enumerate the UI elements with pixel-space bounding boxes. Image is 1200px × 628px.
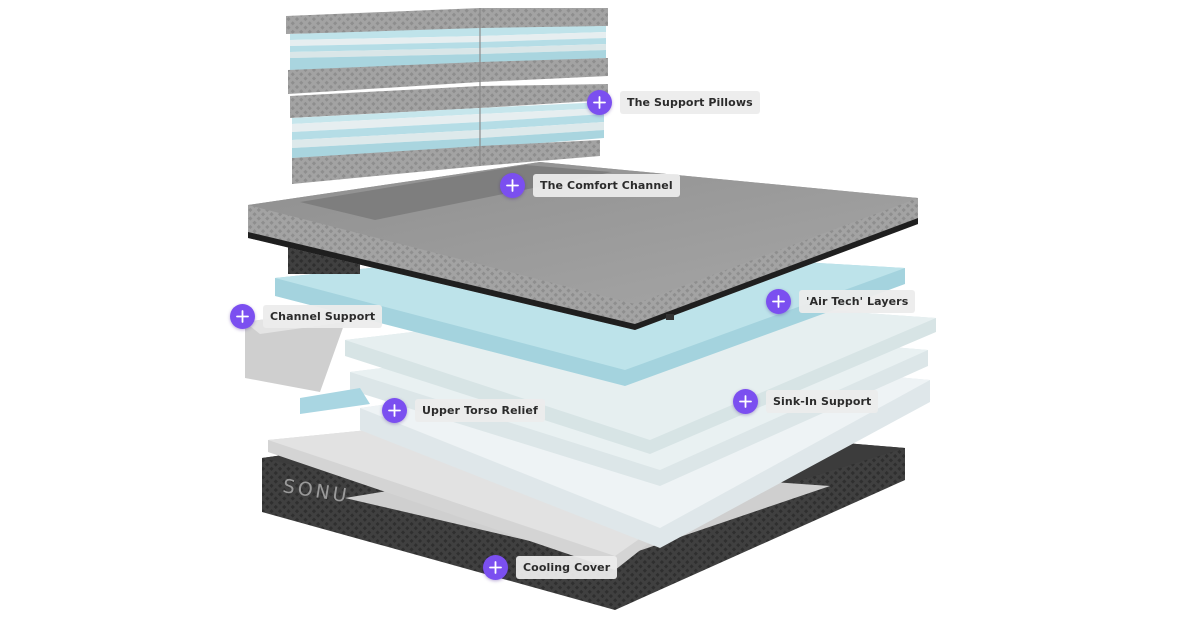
- plus-icon: [587, 90, 612, 115]
- support-pillows: [286, 8, 608, 184]
- hotspot-sink-in-support[interactable]: Sink-In Support: [733, 389, 879, 414]
- plus-icon: [382, 398, 407, 423]
- hotspot-label: Channel Support: [263, 305, 383, 328]
- hotspot-comfort-channel[interactable]: The Comfort Channel: [500, 173, 680, 198]
- hotspot-label: The Support Pillows: [620, 91, 760, 114]
- plus-icon: [733, 389, 758, 414]
- hotspot-label: The Comfort Channel: [533, 174, 680, 197]
- hotspot-air-tech-layers[interactable]: 'Air Tech' Layers: [766, 289, 916, 314]
- plus-icon: [483, 555, 508, 580]
- hotspot-label: Sink-In Support: [766, 390, 879, 413]
- hotspot-support-pillows[interactable]: The Support Pillows: [587, 90, 760, 115]
- plus-icon: [766, 289, 791, 314]
- hotspot-label: Cooling Cover: [516, 556, 618, 579]
- hotspot-upper-torso-relief[interactable]: Upper Torso Relief: [382, 398, 545, 423]
- hotspot-label: Upper Torso Relief: [415, 399, 545, 422]
- hotspot-channel-support[interactable]: Channel Support: [230, 304, 383, 329]
- plus-icon: [230, 304, 255, 329]
- hotspot-cooling-cover[interactable]: Cooling Cover: [483, 555, 618, 580]
- plus-icon: [500, 173, 525, 198]
- hotspot-label: 'Air Tech' Layers: [799, 290, 916, 313]
